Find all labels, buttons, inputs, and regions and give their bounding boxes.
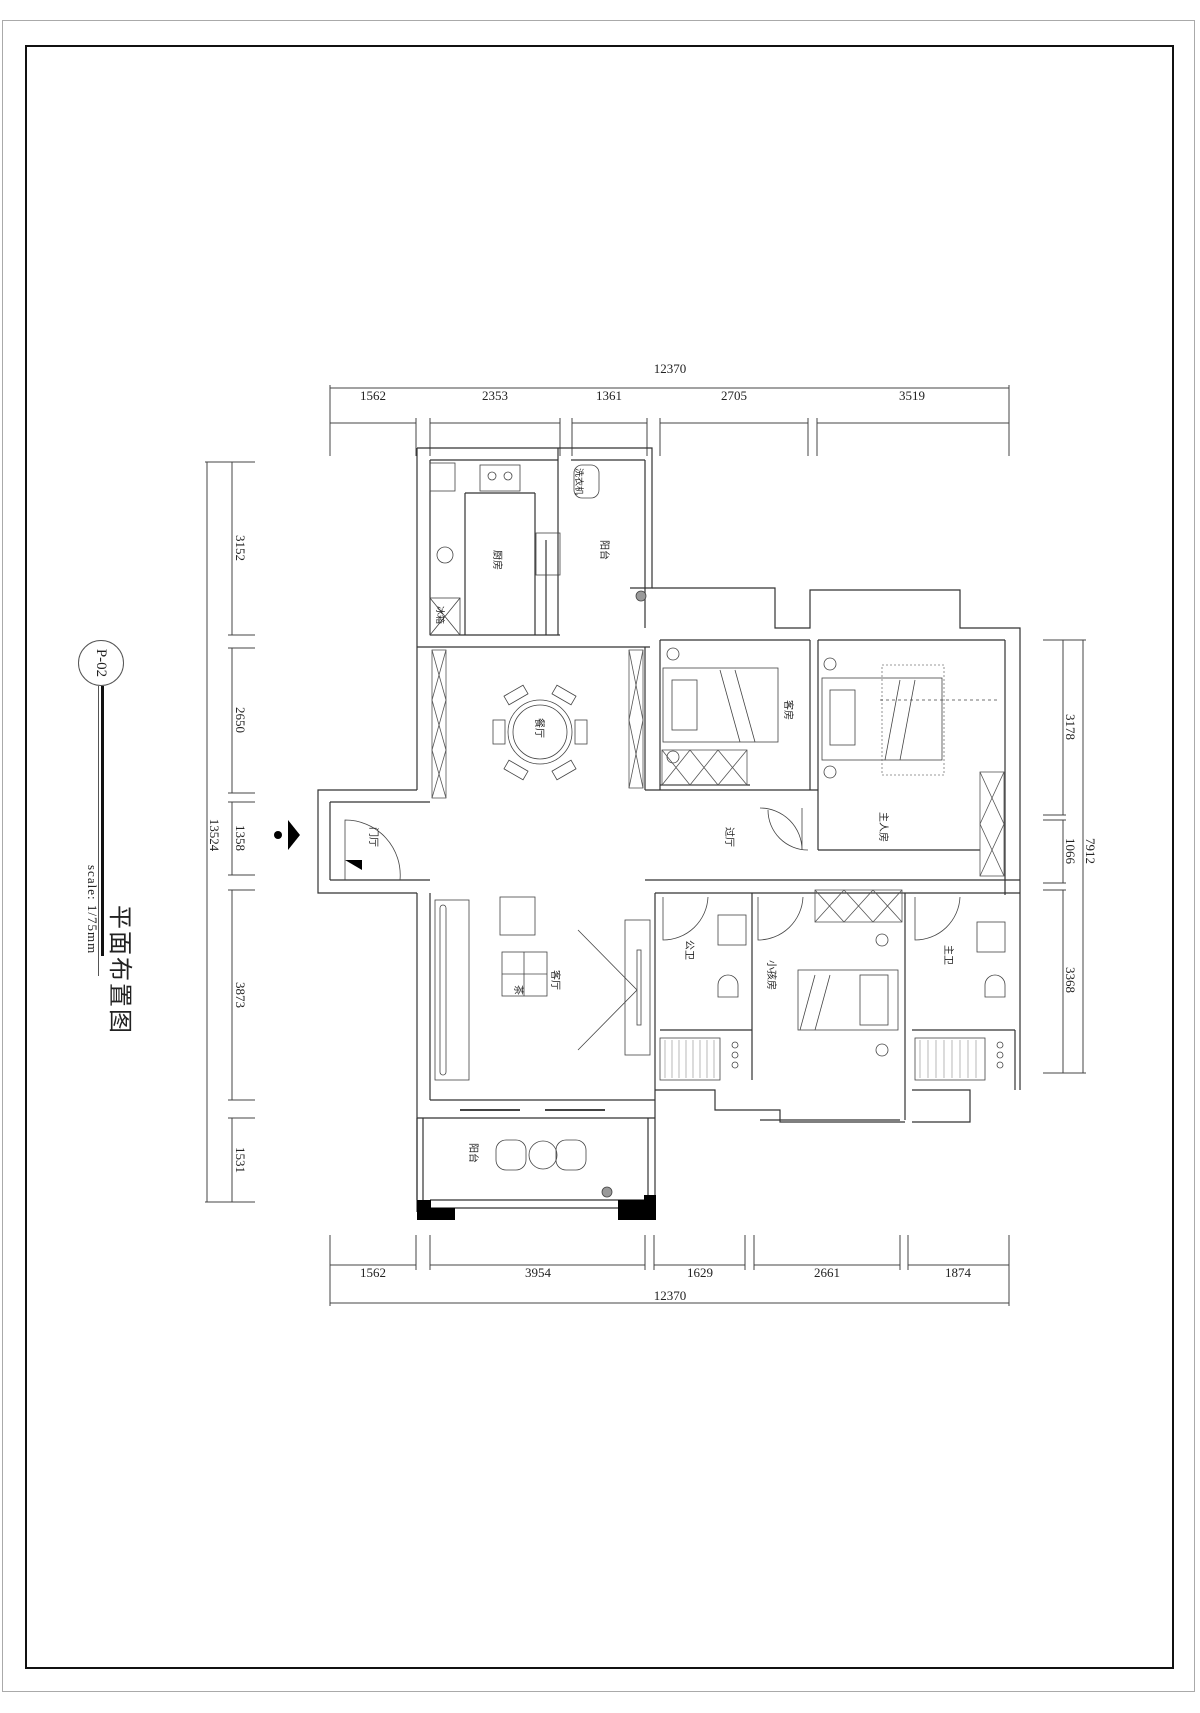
svg-text:洗衣机: 洗衣机 (573, 468, 585, 495)
wardrobes (431, 649, 1005, 923)
svg-text:门厅: 门厅 (367, 827, 380, 847)
svg-text:1874: 1874 (945, 1265, 972, 1280)
svg-text:1562: 1562 (360, 1265, 386, 1280)
svg-text:茶: 茶 (512, 985, 525, 995)
svg-text:1562: 1562 (360, 388, 386, 403)
dim-right-total: 7912 (1083, 838, 1098, 864)
svg-text:1066: 1066 (1063, 838, 1078, 865)
svg-text:1358: 1358 (233, 825, 248, 851)
svg-text:主人房: 主人房 (877, 812, 890, 842)
svg-text:公卫: 公卫 (683, 940, 694, 960)
svg-text:3152: 3152 (233, 535, 248, 561)
svg-text:小孩房: 小孩房 (765, 960, 778, 990)
svg-text:3178: 3178 (1063, 714, 1078, 740)
dim-bottom-total: 12370 (654, 1288, 687, 1303)
dining-table (492, 684, 588, 781)
living-furniture (434, 896, 651, 1111)
svg-text:厨房: 厨房 (491, 550, 504, 570)
svg-text:主卫: 主卫 (942, 945, 954, 965)
svg-text:冰箱: 冰箱 (434, 606, 446, 624)
svg-text:3954: 3954 (525, 1265, 552, 1280)
columns (417, 1195, 656, 1220)
svg-text:阳台: 阳台 (467, 1143, 480, 1163)
svg-text:2353: 2353 (482, 388, 508, 403)
svg-text:2661: 2661 (814, 1265, 840, 1280)
svg-text:1629: 1629 (687, 1265, 713, 1280)
sheet-inner-border (25, 45, 1174, 1669)
svg-text:客厅: 客厅 (549, 970, 562, 990)
beds (662, 647, 1000, 1057)
sheet-tag-circle (78, 640, 124, 686)
doors (344, 807, 961, 941)
room-labels: 厨房 阳台 洗衣机 冰箱 餐厅 门厅 过厅 客厅 茶 客房 主人房 公卫 小孩房… (367, 468, 954, 1163)
svg-text:阳台: 阳台 (598, 540, 611, 560)
svg-text:1361: 1361 (596, 388, 622, 403)
sheet-outer-border (2, 20, 1195, 1692)
svg-text:3519: 3519 (899, 388, 925, 403)
svg-text:3368: 3368 (1063, 967, 1078, 993)
entry-arrow-icon (288, 820, 300, 850)
svg-text:3873: 3873 (233, 982, 248, 1008)
svg-text:过厅: 过厅 (723, 827, 736, 847)
svg-text:2705: 2705 (721, 388, 747, 403)
walls (317, 447, 1021, 1212)
svg-text:客房: 客房 (782, 700, 795, 720)
dim-left-total: 13524 (207, 819, 222, 852)
svg-text:2650: 2650 (233, 707, 248, 733)
bathroom-fixtures (659, 914, 1006, 1081)
title-underline-thin (98, 686, 99, 976)
dim-top-total: 12370 (654, 361, 687, 376)
title-underline-thick (101, 686, 104, 956)
svg-text:1531: 1531 (233, 1147, 248, 1173)
entry-marker-dot (274, 831, 282, 839)
kitchen-fixtures (429, 462, 647, 636)
balcony-furniture (495, 1139, 613, 1198)
radiator-hatch (664, 1040, 977, 1078)
svg-text:餐厅: 餐厅 (533, 718, 546, 738)
